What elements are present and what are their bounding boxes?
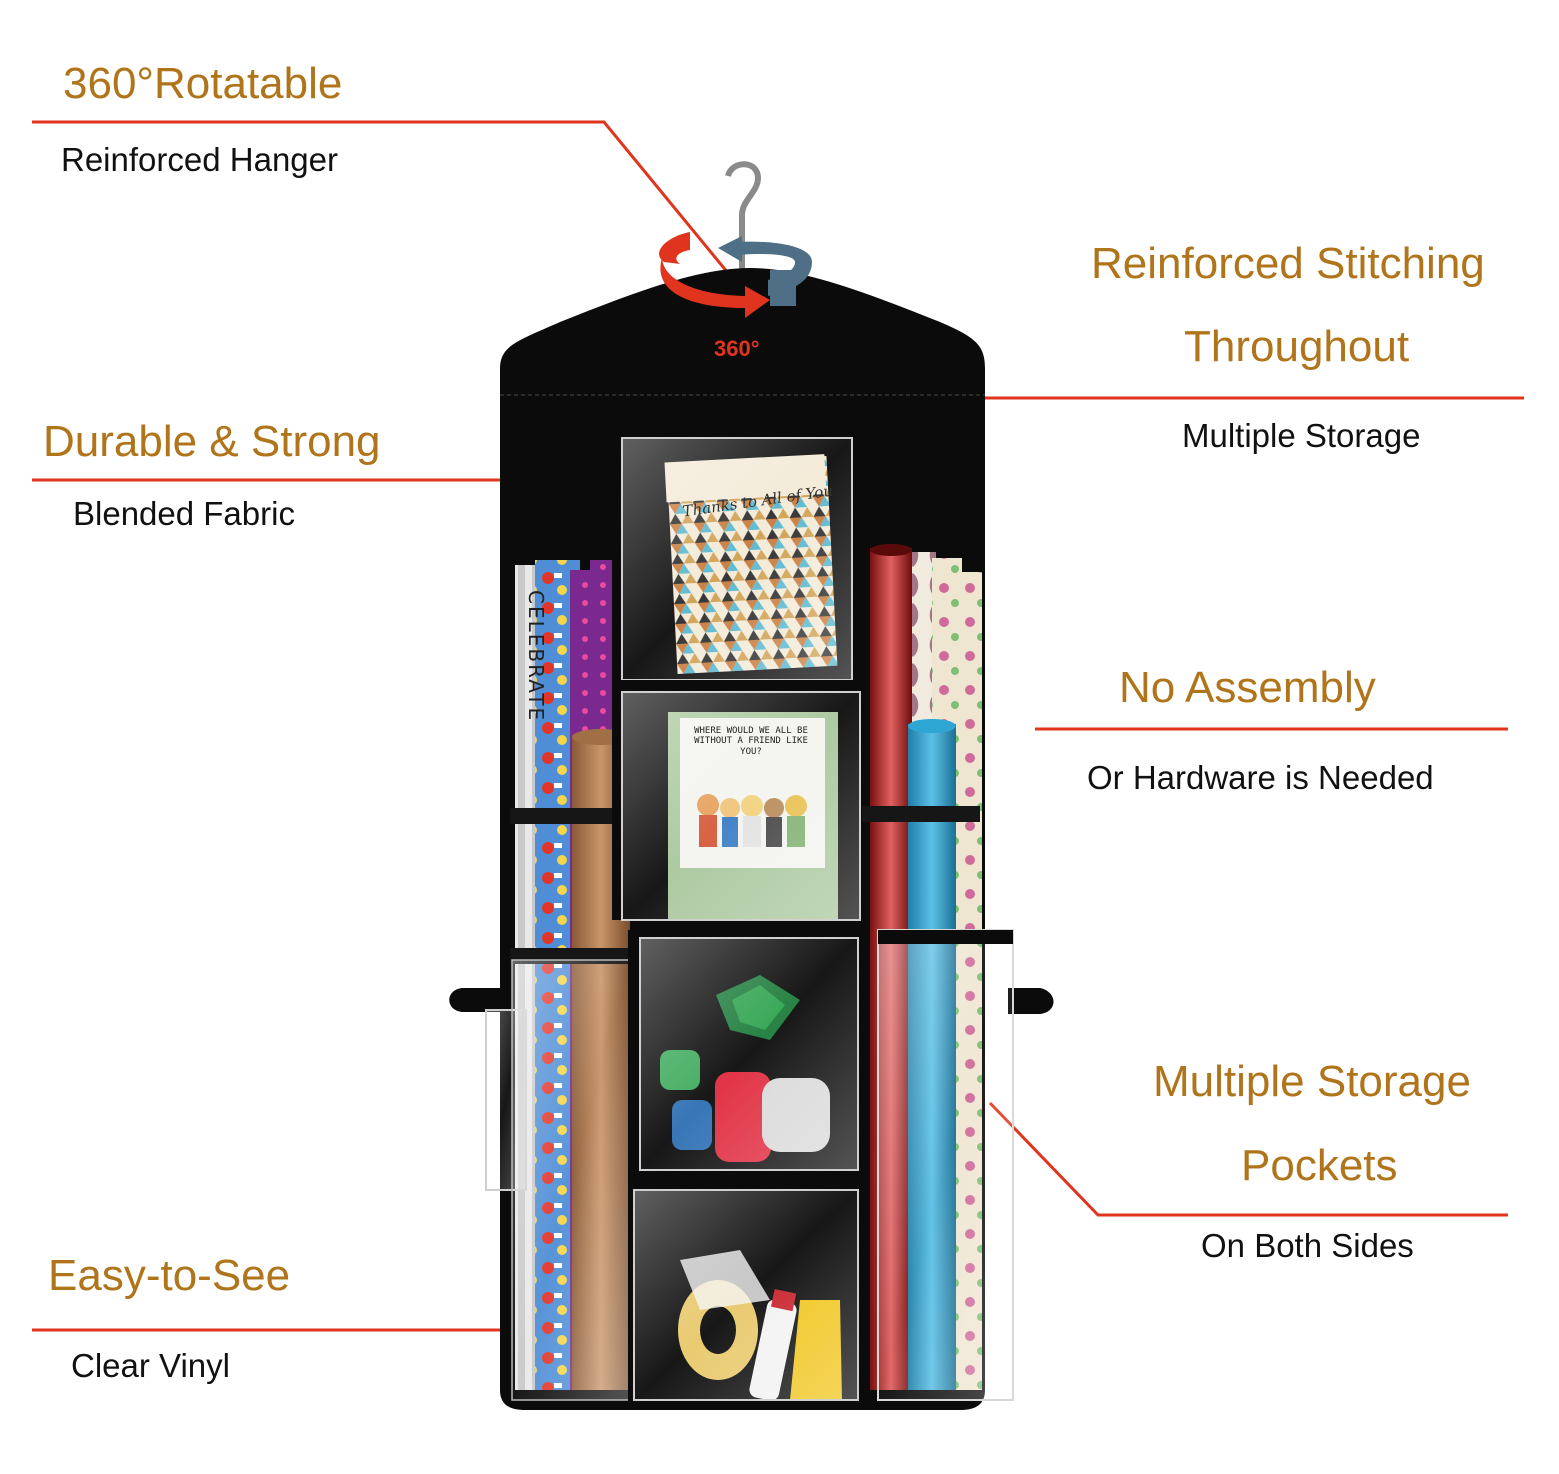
roll-text: CELEBRATE <box>524 590 548 723</box>
callout-fabric-heading: Durable & Strong <box>43 417 381 466</box>
callout-vinyl-heading: Easy-to-See <box>48 1251 291 1300</box>
left-bottom-pocket <box>511 959 631 1401</box>
callout-hanger-heading: 360°Rotatable <box>63 59 343 108</box>
callout-fabric-subtext: Blended Fabric <box>73 495 295 532</box>
callout-pockets-heading-line1: Multiple Storage <box>1153 1057 1471 1106</box>
callout-stitching-subtext: Multiple Storage <box>1182 417 1421 454</box>
right-side-pocket <box>877 929 1014 1401</box>
callout-stitching-heading-line2: Throughout <box>1184 322 1410 371</box>
left-strap <box>510 808 622 824</box>
center-middle-pocket <box>621 691 861 921</box>
organizer-right-handle <box>1008 988 1054 1014</box>
rotation-arrow-icon <box>659 232 812 318</box>
organizer-left-handle <box>449 988 510 1012</box>
leader-line-hanger <box>32 120 762 313</box>
callout-assembly-subtext: Or Hardware is Needed <box>1087 759 1434 796</box>
leader-lines <box>32 120 1524 1332</box>
callout-stitching-heading-line1: Reinforced Stitching <box>1091 239 1485 288</box>
center-bottom-pocket <box>633 1189 859 1401</box>
hanger-hook <box>725 161 762 285</box>
center-top-pocket <box>621 437 853 681</box>
callout-hanger-subtext: Reinforced Hanger <box>61 141 338 178</box>
leader-line-pockets <box>988 1101 1508 1217</box>
callout-pockets-subtext: On Both Sides <box>1201 1227 1414 1264</box>
callout-pockets-heading-line2: Pockets <box>1241 1141 1398 1190</box>
center-lower-pocket <box>639 937 859 1171</box>
right-strap <box>852 806 980 822</box>
card-middle-text: WHERE WOULD WE ALL BE WITHOUT A FRIEND L… <box>694 726 808 757</box>
callout-assembly-heading: No Assembly <box>1119 663 1376 712</box>
callout-vinyl-subtext: Clear Vinyl <box>71 1347 230 1384</box>
rotation-badge: 360° <box>714 336 760 361</box>
